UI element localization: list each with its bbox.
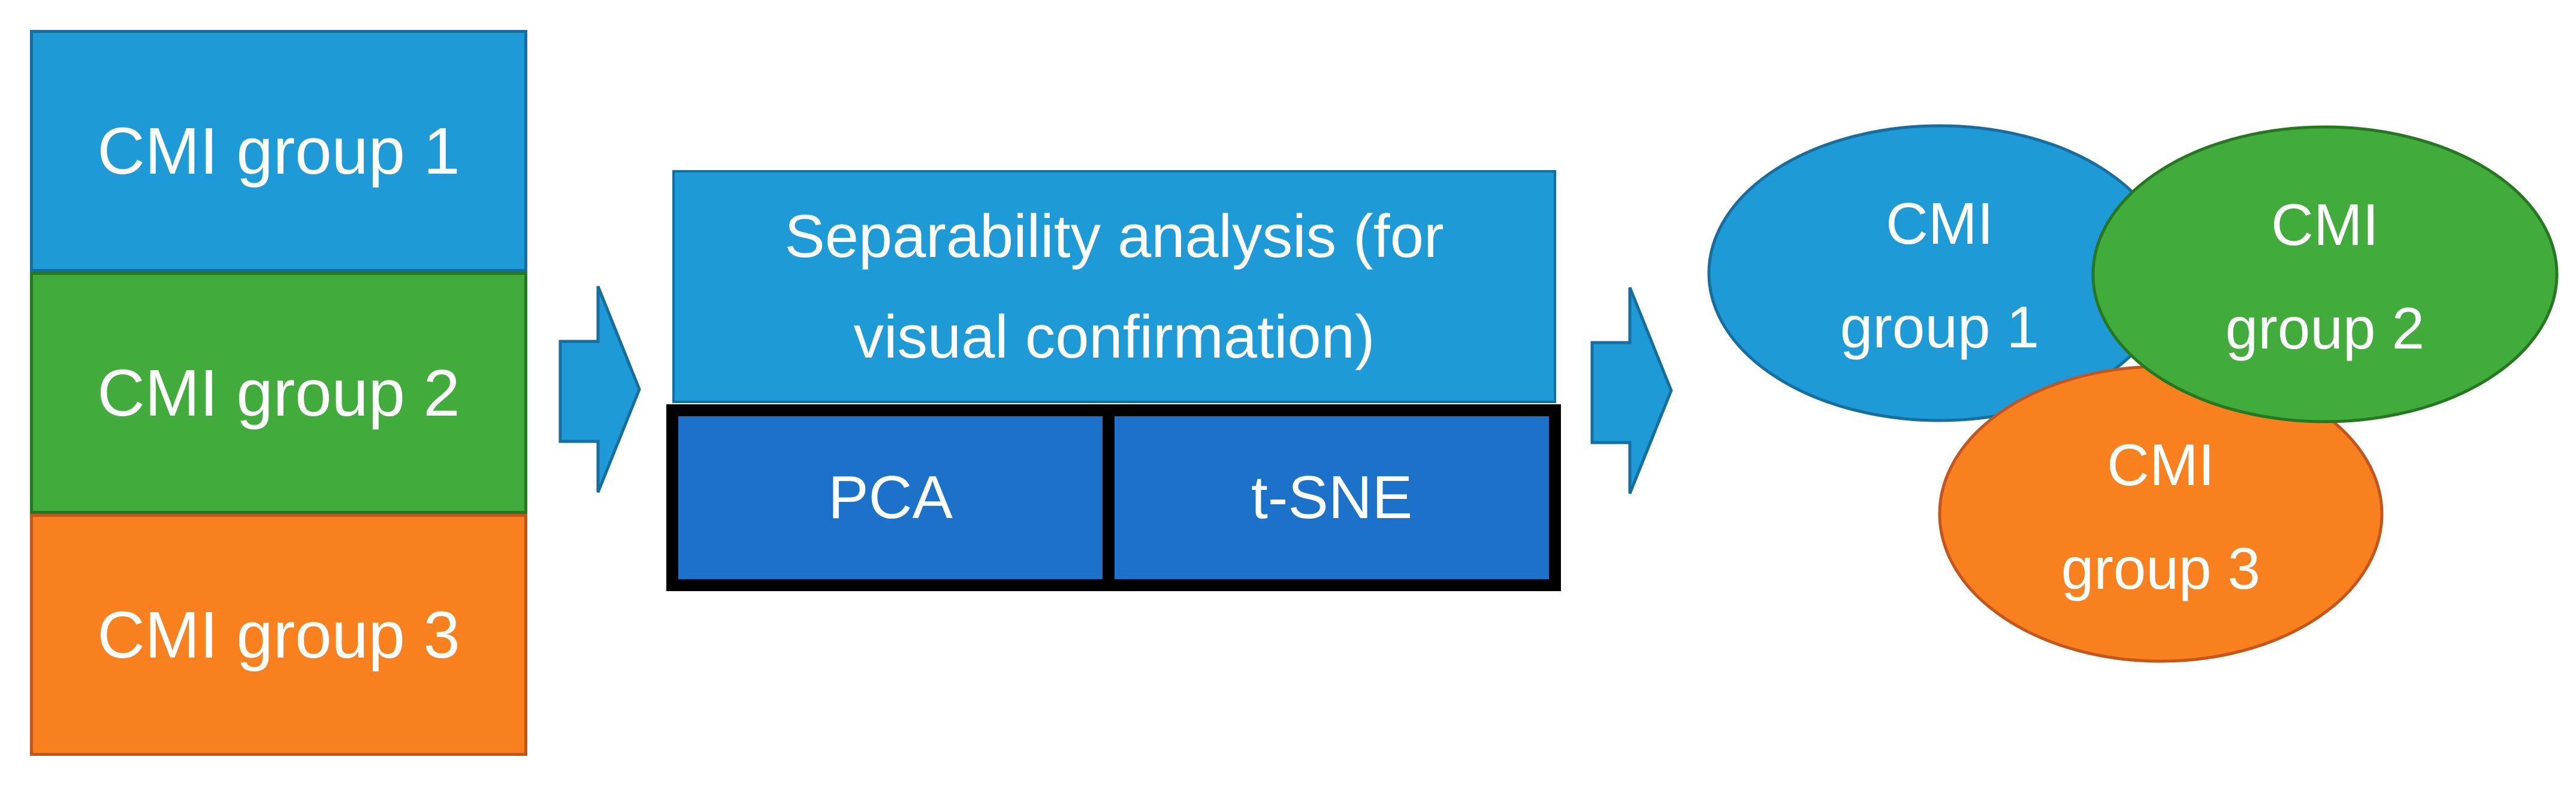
pca-box: PCA	[678, 416, 1103, 579]
pca-label: PCA	[828, 464, 953, 531]
cmi-group-3-block: CMI group 3	[30, 514, 527, 756]
result-group-1-line-2: group 1	[1840, 294, 2039, 360]
result-group-3-line-1: CMI	[2107, 432, 2215, 498]
cmi-group-2-block: CMI group 2	[30, 272, 527, 514]
cmi-group-1-label: CMI group 1	[97, 114, 460, 188]
cmi-group-1-block: CMI group 1	[30, 30, 527, 272]
tsne-label: t-SNE	[1251, 464, 1413, 531]
cmi-group-3-label: CMI group 3	[97, 598, 460, 672]
result-group-2-line-1: CMI	[2271, 192, 2379, 258]
methods-frame: PCA t-SNE	[666, 404, 1561, 591]
tsne-box: t-SNE	[1115, 416, 1549, 579]
result-group-2-line-2: group 2	[2225, 295, 2424, 361]
right-block-arrow-icon	[1590, 287, 1673, 494]
separability-analysis-box: Separability analysis (for visual confir…	[672, 170, 1556, 403]
result-group-3-line-2: group 3	[2061, 535, 2260, 601]
analysis-title-line-2: visual confirmation)	[853, 303, 1375, 371]
result-group-1-line-1: CMI	[1886, 190, 1994, 256]
cmi-group-2-label: CMI group 2	[97, 356, 460, 430]
right-block-arrow-icon	[558, 286, 641, 493]
analysis-title-line-1: Separability analysis (for	[784, 202, 1444, 270]
result-ellipse-group-2	[2091, 125, 2559, 423]
result-ellipses-group: CMI group 1 CMI group 3 CMI group 2	[1707, 124, 2559, 663]
